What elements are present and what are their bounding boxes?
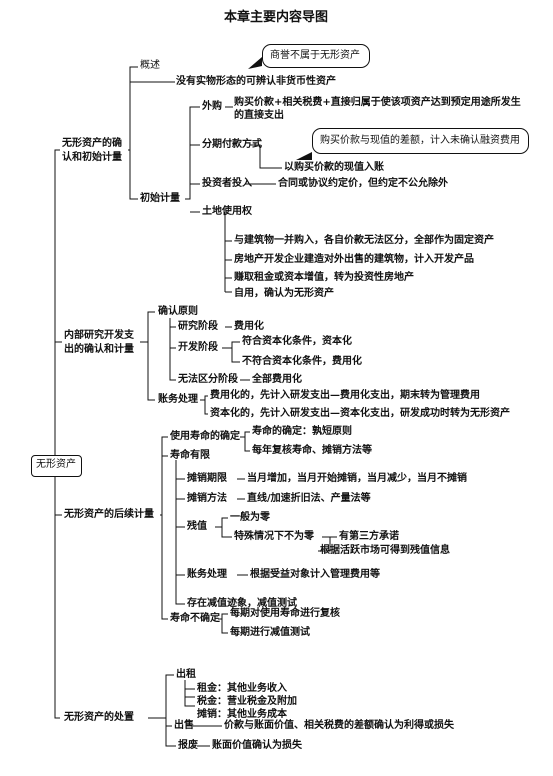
s1-waigou-line1: 购买价款+相关税费+直接归属于使该项资产达到预定用途所发生 [234, 97, 521, 108]
s4-baofei-val: 账面价值确认为损失 [212, 740, 302, 751]
s1-chushi: 初始计量 [140, 193, 180, 204]
s4-chushou-val: 价款与账面价值、相关税费的差额确认为利得或损失 [224, 720, 454, 731]
s2-yanjiu-val: 费用化 [234, 321, 264, 332]
s1-tudi-item-2: 房地产开发企业建造对外出售的建筑物，计入开发产品 [234, 254, 474, 265]
s2-zhangwu-b: 资本化的，先计入研发支出—资本化支出，研发成功时转为无形资产 [210, 408, 510, 419]
s4-tanxiao: 摊销：其他业务成本 [197, 709, 287, 720]
s3-fangfa: 摊销方法 [187, 493, 227, 504]
root-label: 无形资产 [36, 459, 76, 470]
s1-touzi-val: 合同或协议约定价，但约定不公允除外 [278, 178, 448, 189]
s2-kaifa: 开发阶段 [178, 342, 218, 353]
s3-youxian: 寿命有限 [170, 450, 210, 461]
callout-goodwill: 商誉不属于无形资产 [262, 44, 370, 68]
s3-canzhi: 残值 [187, 521, 207, 532]
s3-label: 无形资产的后续计量 [64, 509, 154, 520]
s1-tudi-item-1: 与建筑物一并购入，各自价款无法区分，全部作为固定资产 [234, 235, 494, 246]
s2-label-line1: 内部研究开发支 [64, 330, 134, 341]
s1-waigou-line2: 的直接支出 [234, 110, 284, 121]
s1-fenqi: 分期付款方式 [202, 139, 262, 150]
s2-wufa: 无法区分阶段 [178, 374, 238, 385]
s3-zw-val: 根据受益对象计入管理费用等 [250, 569, 380, 580]
s3-canzhi-b2: 根据活跃市场可得到残值信息 [320, 545, 450, 556]
s2-kaifa-b: 不符合资本化条件，费用化 [242, 356, 362, 367]
s1-gaishu: 概述 [140, 60, 160, 71]
s3-fangfa-val: 直线/加速折旧法、产量法等 [247, 493, 371, 504]
page-title: 本章主要内容导图 [224, 10, 329, 25]
s4-shuijin: 税金：营业税金及附加 [197, 696, 297, 707]
s1-touzi: 投资者投入 [202, 178, 252, 189]
s1-waigou: 外购 [202, 101, 222, 112]
s3-bq-b: 每期进行减值测试 [230, 627, 310, 638]
s4-chuzu: 出租 [176, 669, 196, 680]
root-node: 无形资产 [31, 455, 82, 477]
s3-qixian: 摊销期限 [187, 473, 227, 484]
s4-chushou: 出售 [174, 720, 194, 731]
s1-tudi: 土地使用权 [202, 206, 252, 217]
callout-diff: 购买价款与现值的差额，计入未确认融资费用 [312, 128, 529, 154]
s3-qixian-val: 当月增加，当月开始摊销，当月减少，当月不摊销 [247, 473, 467, 484]
s2-label-line2: 出的确认和计量 [64, 344, 134, 355]
s3-queding-b: 每年复核寿命、摊销方法等 [252, 445, 372, 456]
s2-zhangwu-a: 费用化的，先计入研发支出—费用化支出，期末转为管理费用 [210, 390, 480, 401]
s4-label: 无形资产的处置 [64, 712, 134, 723]
s1-label-line2: 认和初始计量 [62, 152, 122, 163]
s3-canzhi-b: 特殊情况下不为零 [234, 531, 314, 542]
s3-queding: 使用寿命的确定 [170, 431, 240, 442]
s3-bq-a: 每期对使用寿命进行复核 [230, 608, 340, 619]
s4-baofei: 报废 [178, 740, 198, 751]
s1-label-line1: 无形资产的确 [62, 138, 122, 149]
s1-gaishu-def: 没有实物形态的可辨认非货币性资产 [176, 76, 336, 87]
s1-tudi-item-4: 自用，确认为无形资产 [234, 288, 334, 299]
s2-wufa-val: 全部费用化 [252, 374, 302, 385]
s3-buqueding: 寿命不确定 [170, 613, 220, 624]
s3-queding-a: 寿命的确定：孰短原则 [252, 426, 352, 437]
s2-yanjiu: 研究阶段 [178, 321, 218, 332]
s4-zujin: 租金：其他业务收入 [197, 683, 287, 694]
s3-jianzhi: 存在减值迹象，减值测试 [187, 598, 297, 609]
s2-kaifa-a: 符合资本化条件，资本化 [242, 336, 352, 347]
s2-queren: 确认原则 [158, 306, 198, 317]
s2-zhangwu: 账务处理 [158, 394, 198, 405]
s1-fenqi-val: 以购买价款的现值入账 [284, 162, 384, 173]
s3-canzhi-b1: 有第三方承诺 [339, 531, 399, 542]
s3-canzhi-a: 一般为零 [230, 512, 270, 523]
s3-zw: 账务处理 [187, 569, 227, 580]
s1-tudi-item-3: 赚取租金或资本增值，转为投资性房地产 [234, 272, 414, 283]
